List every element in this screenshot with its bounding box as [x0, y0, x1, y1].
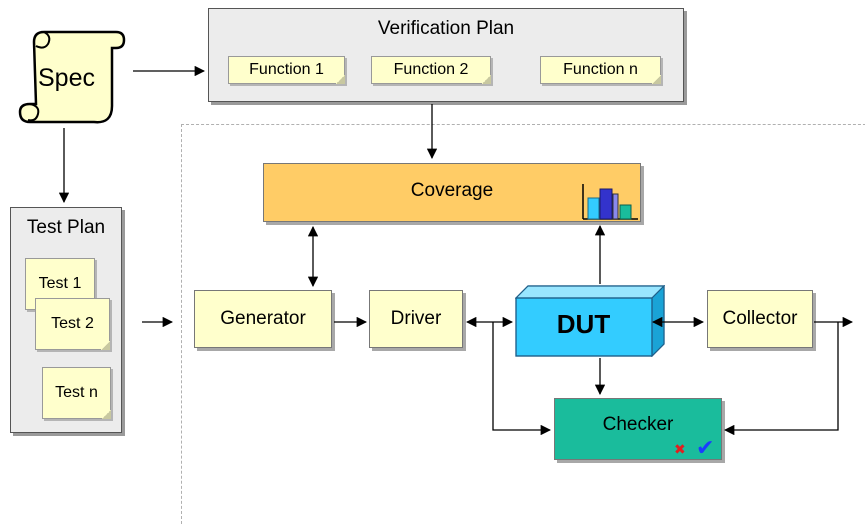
dut-label: DUT	[556, 309, 611, 339]
spec-scroll: Spec	[12, 28, 126, 128]
test-plan-title: Test Plan	[26, 217, 106, 238]
cross-icon: ✖	[674, 441, 686, 457]
generator-label: Generator	[220, 308, 306, 329]
spec-label: Spec	[38, 64, 95, 92]
function-1-note: Function 1	[228, 56, 345, 84]
collector-label: Collector	[722, 308, 798, 329]
test-plan-panel: Test Plan Test 1 Test 2 Test n	[10, 207, 122, 433]
scroll-icon	[18, 30, 126, 124]
coverage-label: Coverage	[410, 180, 494, 201]
checker-block: Checker ✖ ✔	[554, 398, 722, 460]
function-n-note: Function n	[540, 56, 661, 84]
check-icon: ✔	[696, 435, 715, 460]
bar-chart-icon	[582, 184, 638, 220]
coverage-block: Coverage	[263, 163, 641, 222]
function-2-note: Function 2	[371, 56, 491, 84]
arrow-collector-to-checker	[723, 322, 839, 436]
test-2-note: Test 2	[35, 298, 110, 350]
test-n-note: Test n	[42, 367, 111, 419]
verification-plan-title: Verification Plan	[377, 18, 515, 39]
verification-plan-panel: Verification Plan Function 1 Function 2 …	[208, 8, 684, 102]
connection-wires	[58, 65, 854, 436]
verification-environment	[181, 124, 865, 524]
driver-label: Driver	[390, 308, 442, 329]
checker-label: Checker	[602, 414, 674, 435]
generator-block: Generator	[194, 290, 332, 348]
collector-block: Collector	[707, 290, 813, 348]
driver-block: Driver	[369, 290, 463, 348]
arrow-driver-to-checker	[492, 322, 552, 436]
